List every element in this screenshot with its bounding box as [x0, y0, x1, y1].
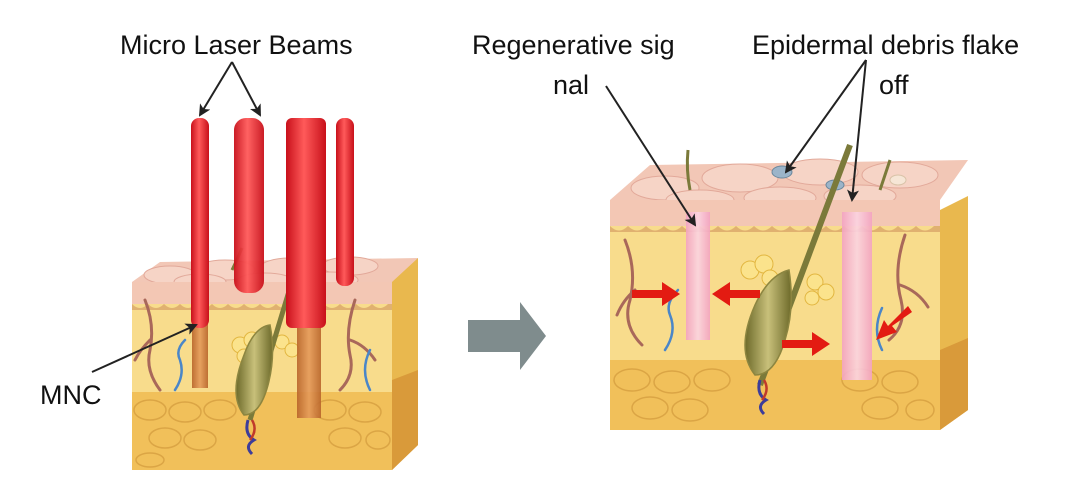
debris-pointer-arrow-2: [847, 59, 867, 202]
label-epidermal-debris-line2: off: [879, 70, 909, 100]
mnc-pointer-arrow: [91, 323, 198, 373]
micro-laser-beams: [191, 118, 354, 328]
label-regenerative-signal-line2: nal: [553, 70, 590, 100]
label-micro-laser-beams: Micro Laser Beams: [120, 30, 353, 60]
left-skin-block: [91, 61, 418, 470]
signal-arrow-4: [876, 306, 912, 340]
right-block-fat-layer: [610, 360, 940, 430]
left-block-fat-layer: [132, 392, 392, 470]
left-hair-follicle: [235, 324, 274, 416]
regen-zone-2: [842, 212, 872, 380]
signal-arrow-2: [712, 282, 760, 306]
label-mnc: MNC: [40, 380, 102, 410]
right-skin-block: [605, 59, 968, 430]
regen-zone-1: [686, 212, 710, 340]
laser-beam-1: [191, 118, 209, 328]
right-hair-follicle: [744, 269, 792, 376]
debris-pointer-arrow-1: [784, 59, 867, 174]
process-arrow: [468, 302, 546, 370]
regen-pointer-arrow: [605, 85, 697, 227]
laser-pointer-arrow-2: [231, 61, 261, 117]
laser-beam-3: [286, 118, 326, 328]
laser-beam-4: [336, 118, 354, 286]
label-epidermal-debris-line1: Epidermal debris flake: [752, 30, 1020, 60]
label-regenerative-signal-line1: Regenerative sig: [472, 30, 675, 60]
signal-arrow-1: [632, 282, 680, 306]
laser-pointer-arrow-1: [198, 61, 233, 117]
laser-beam-2: [234, 118, 264, 293]
signal-arrow-3: [782, 332, 830, 356]
regen-signal-arrows: [632, 282, 912, 356]
